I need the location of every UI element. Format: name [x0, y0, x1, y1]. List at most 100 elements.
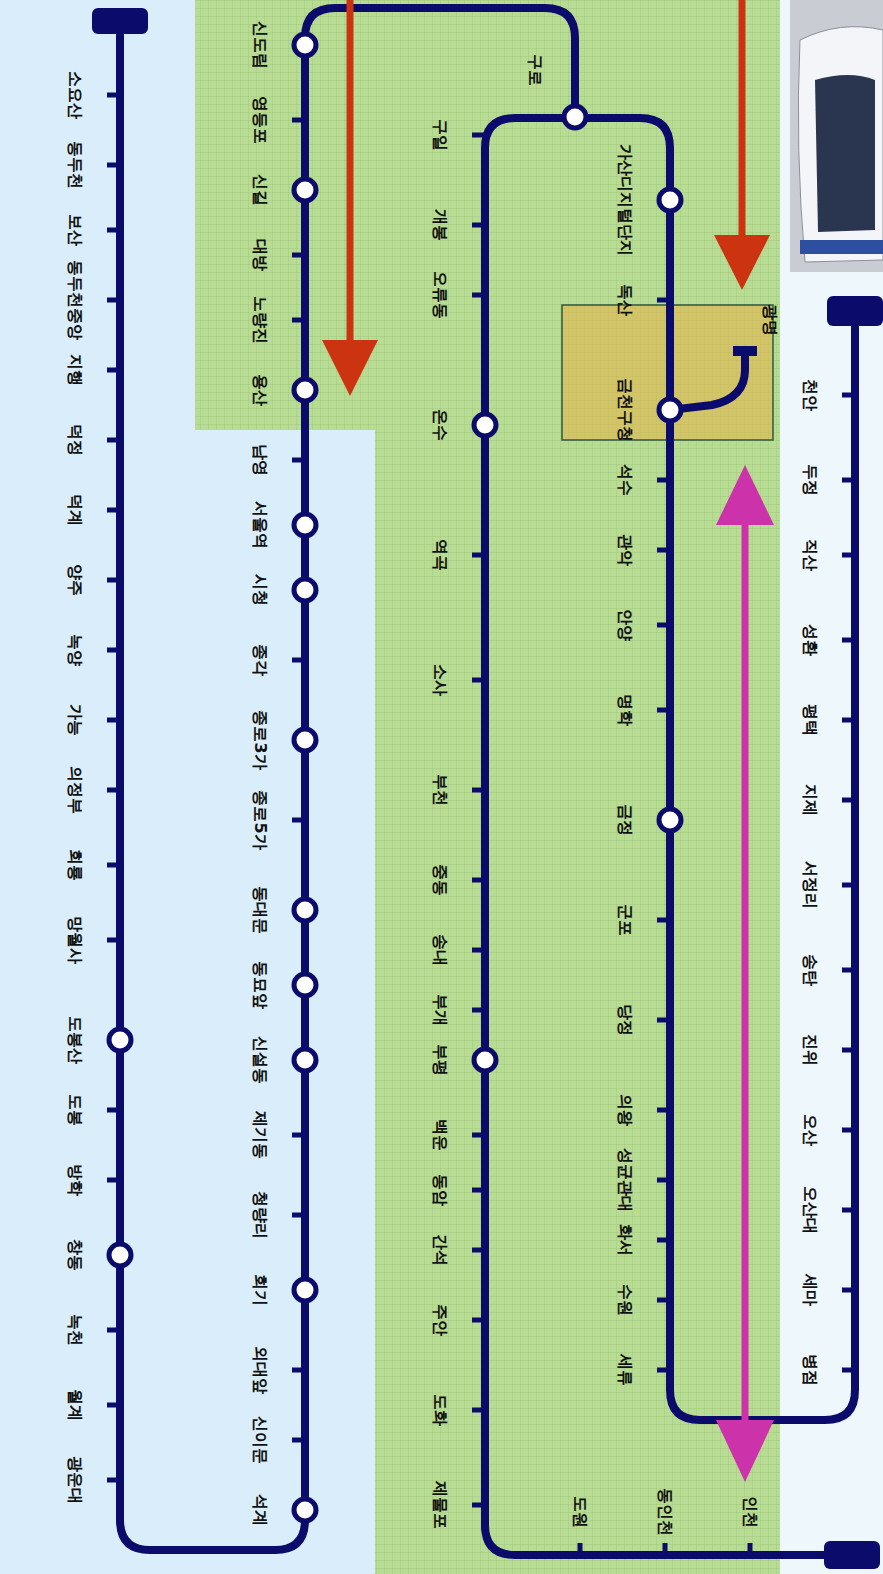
station-label: 회기: [252, 1274, 268, 1306]
station-label: 대방: [252, 239, 268, 271]
station-tick: [842, 393, 855, 398]
station-label: 도봉산: [67, 1016, 83, 1064]
station-tick: [107, 1178, 120, 1183]
station-label: 지제: [802, 784, 818, 816]
station-label: 금정: [617, 804, 633, 836]
station-label: 독산: [617, 284, 633, 316]
station-tick: [107, 1108, 120, 1113]
station-label: 가산디지털단지: [617, 144, 633, 256]
station-label: 오산대: [802, 1186, 818, 1234]
station-label: 신설동: [252, 1036, 268, 1084]
station-tick: [472, 1408, 485, 1413]
station-tick: [472, 553, 485, 558]
station-label: 덕정: [67, 424, 83, 456]
station-tick: [472, 878, 485, 883]
station-tick: [107, 648, 120, 653]
station-tick: [842, 1048, 855, 1053]
station-tick: [657, 1018, 670, 1023]
station-label: 서정리: [802, 861, 818, 909]
station-tick: [842, 883, 855, 888]
transfer-ring: [294, 1499, 316, 1521]
station-tick: [842, 968, 855, 973]
station-tick: [578, 1543, 583, 1555]
station-label: 안양: [617, 609, 633, 641]
station-label: 송내: [432, 934, 448, 966]
station-label: 동인천: [657, 1488, 673, 1536]
station-label: 당정: [617, 1004, 633, 1036]
station-tick: [657, 1178, 670, 1183]
station-tick: [657, 623, 670, 628]
station-tick: [292, 1133, 305, 1138]
station-tick: [107, 1403, 120, 1408]
station-tick: [107, 228, 120, 233]
station-label: 역곡: [432, 539, 448, 571]
station-tick: [107, 1328, 120, 1333]
station-label: 녹천: [67, 1314, 83, 1346]
station-label: 동대문: [252, 886, 268, 934]
station-label: 백운: [432, 1119, 448, 1151]
station-label: 제기동: [252, 1111, 268, 1159]
transfer-ring: [294, 579, 316, 601]
station-label: 부천: [432, 774, 448, 806]
station-tick: [292, 1438, 305, 1443]
transfer-ring: [564, 106, 586, 128]
station-label: 동암: [432, 1174, 448, 1206]
station-label: 직산: [802, 539, 818, 571]
station-label: 종로5가: [252, 790, 268, 849]
station-label: 두정: [802, 464, 818, 496]
station-tick: [292, 658, 305, 663]
station-label: 구로: [527, 54, 543, 86]
station-label: 시청: [252, 574, 268, 606]
station-tick: [657, 478, 670, 483]
station-tick: [107, 1478, 120, 1483]
station-tick: [842, 478, 855, 483]
station-label: 도봉: [67, 1094, 83, 1126]
station-label: 개봉: [432, 209, 448, 241]
station-tick: [657, 1298, 670, 1303]
station-tick: [472, 293, 485, 298]
station-label: 천안: [802, 379, 818, 411]
station-tick: [107, 788, 120, 793]
station-tick: [472, 1008, 485, 1013]
station-tick: [472, 1133, 485, 1138]
station-label: 보산: [67, 214, 83, 246]
station-label: 군포: [617, 904, 633, 936]
station-label: 동묘앞: [252, 961, 268, 1009]
station-label: 세류: [617, 1354, 633, 1386]
station-label: 가능: [67, 704, 83, 736]
station-label: 창동: [67, 1239, 83, 1271]
station-tick: [472, 133, 485, 138]
transfer-ring: [294, 514, 316, 536]
station-label: 의정부: [67, 766, 83, 814]
station-label: 외대앞: [252, 1346, 268, 1394]
station-label: 소요산: [67, 71, 83, 119]
station-tick: [657, 708, 670, 713]
station-label: 의왕: [617, 1094, 633, 1126]
station-label: 월계: [67, 1389, 83, 1421]
station-tick: [472, 678, 485, 683]
station-tick: [657, 918, 670, 923]
station-label: 신도림: [252, 21, 268, 69]
transfer-ring: [474, 414, 496, 436]
station-label: 명학: [617, 694, 633, 726]
station-tick: [472, 1503, 485, 1508]
station-tick: [472, 1188, 485, 1193]
transfer-ring: [294, 729, 316, 751]
station-label: 양주: [67, 564, 83, 596]
station-label: 도원: [572, 1496, 588, 1528]
station-label: 금천구청: [617, 378, 633, 442]
station-label: 노량진: [252, 296, 268, 344]
station-tick: [292, 253, 305, 258]
station-tick: [292, 118, 305, 123]
station-label: 서울역: [252, 501, 268, 549]
station-tick: [842, 718, 855, 723]
station-label: 종로3가: [252, 710, 268, 769]
station-tick: [472, 948, 485, 953]
station-tick: [472, 1248, 485, 1253]
station-tick: [107, 863, 120, 868]
station-tick: [292, 818, 305, 823]
station-label: 덕계: [67, 494, 83, 526]
station-label: 진위: [802, 1034, 818, 1066]
station-tick: [657, 298, 670, 303]
station-tick: [107, 368, 120, 373]
